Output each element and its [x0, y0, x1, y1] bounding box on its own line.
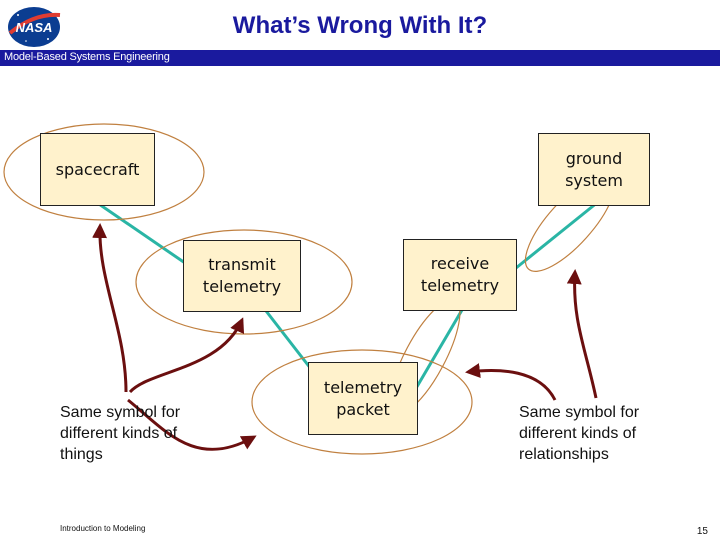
note-things-line2: different kinds of: [60, 425, 178, 442]
ellipse-packet: [251, 349, 473, 455]
node-transmit-line1: transmit: [208, 255, 276, 274]
node-telemetry-packet: telemetry packet: [308, 362, 418, 435]
node-ground-system: ground system: [538, 133, 650, 206]
node-spacecraft: spacecraft: [40, 133, 155, 206]
section-bar-label: Model-Based Systems Engineering: [4, 51, 170, 63]
node-packet-line2: packet: [336, 400, 390, 419]
connector-ground-receive: [515, 200, 599, 270]
node-transmit-line2: telemetry: [202, 277, 282, 296]
nasa-logo: NASA: [6, 5, 62, 49]
footer-text: Introduction to Modeling: [60, 524, 146, 533]
arrow-to-ground-link: [566, 269, 598, 399]
node-spacecraft-label: spacecraft: [55, 159, 140, 179]
connector-receive-packet: [413, 309, 464, 391]
note-things: Same symbol for different kinds of thing…: [60, 402, 180, 465]
section-bar: Model-Based Systems Engineering: [0, 50, 720, 66]
note-relationships: Same symbol for different kinds of relat…: [519, 402, 639, 465]
node-transmit-telemetry: transmit telemetry: [183, 240, 301, 312]
nasa-logo-text: NASA: [16, 20, 53, 35]
node-receive-telemetry: receive telemetry: [403, 239, 517, 311]
node-receive-line1: receive: [430, 254, 490, 273]
ellipse-spacecraft: [3, 123, 205, 221]
arrow-to-spacecraft: [92, 223, 128, 393]
node-receive-line2: telemetry: [420, 276, 500, 295]
slide-title: What’s Wrong With It?: [232, 12, 488, 39]
node-ground-system-line1: ground: [565, 148, 623, 168]
arrow-to-packet: [127, 398, 257, 451]
connector-spacecraft-transmit: [95, 200, 189, 267]
note-relationships-line1: Same symbol for: [519, 404, 640, 421]
arrow-to-receive-link: [465, 363, 557, 401]
note-relationships-line2: different kinds of: [519, 425, 637, 442]
node-packet-line1: telemetry: [323, 378, 403, 397]
note-things-line3: things: [60, 446, 103, 463]
note-things-line1: Same symbol for: [60, 404, 181, 421]
page-number: 15: [696, 526, 708, 537]
node-ground-system-line2: system: [565, 170, 623, 190]
arrow-to-transmit: [128, 317, 245, 394]
note-relationships-line3: relationships: [519, 446, 609, 463]
